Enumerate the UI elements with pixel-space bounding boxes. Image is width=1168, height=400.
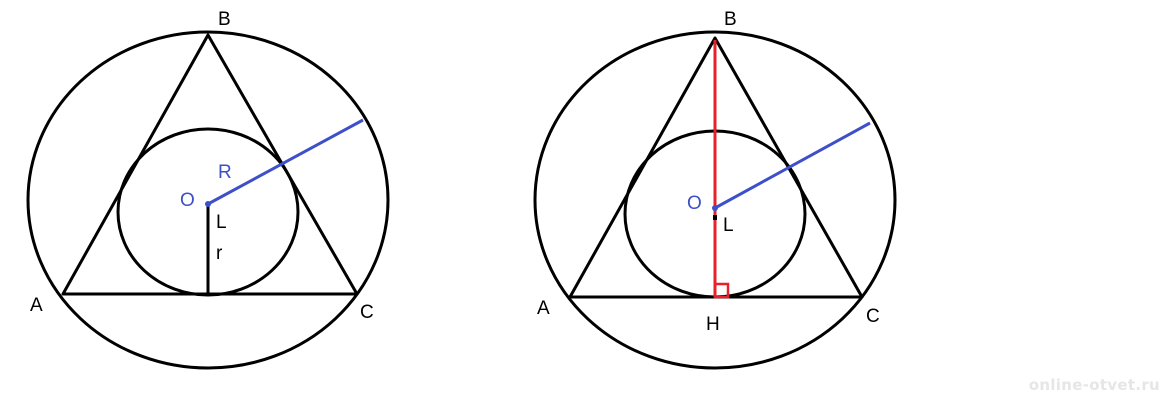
left-circumcircle	[26, 30, 390, 370]
watermark: online-otvet.ru	[1028, 376, 1160, 394]
left-label-b: B	[218, 9, 231, 30]
right-label-o: O	[687, 193, 702, 214]
right-figure: B A C H O L	[533, 9, 897, 370]
left-label-r-lower: r	[216, 243, 223, 264]
left-label-r-upper: R	[218, 162, 232, 183]
right-label-c: C	[866, 306, 880, 327]
right-label-a: A	[537, 298, 550, 319]
right-circumradius-segment	[714, 121, 871, 210]
left-center-point	[205, 201, 211, 207]
right-label-b: B	[724, 9, 737, 30]
right-circumcircle	[533, 30, 897, 370]
left-label-a: A	[30, 295, 43, 316]
left-label-l: L	[216, 212, 227, 233]
right-label-l: L	[723, 215, 734, 236]
left-incircle	[116, 127, 300, 297]
right-point-l-marker	[713, 215, 717, 220]
right-center-point	[712, 205, 718, 211]
left-label-o: O	[180, 190, 195, 211]
left-circumradius-segment	[207, 118, 364, 206]
right-angle-marker	[713, 282, 730, 299]
left-triangle	[61, 33, 359, 296]
left-figure: B A C O R L r	[26, 9, 390, 370]
right-label-h: H	[706, 314, 720, 335]
left-label-c: C	[360, 302, 374, 323]
